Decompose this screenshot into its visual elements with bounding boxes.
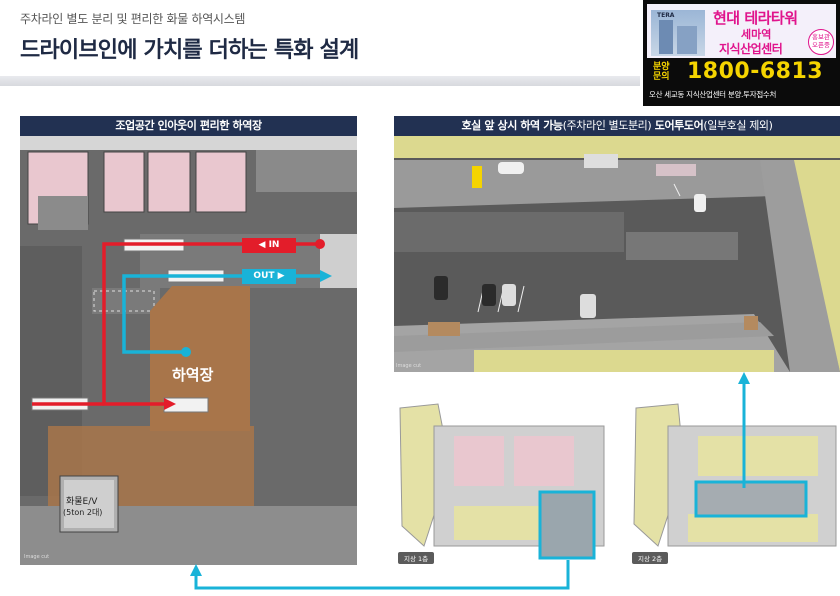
image-watermark: Image cut (24, 554, 50, 560)
up-arrow-icon (190, 564, 202, 576)
out-route-tag: OUT ▶ (242, 269, 296, 284)
left-panel-title: 조업공간 인아웃이 편리한 하역장 (20, 116, 357, 136)
ad-badge: 홍보관 오픈중 (808, 29, 834, 55)
building-image: TERA (651, 10, 705, 56)
floor2-minimap: 지상 2층 (628, 396, 840, 566)
floor1-connector (194, 560, 570, 590)
in-route-tag: ◀ IN (242, 238, 296, 253)
ad-footer: 오산 세교동 지식산업센터 분양.투자접수처 (649, 90, 777, 99)
floor1-minimap-svg (399, 403, 605, 560)
freight-elevator-label: 화물E/V (66, 497, 98, 507)
loading-area-label: 하역장 (172, 366, 214, 384)
floor2-minimap-svg (633, 403, 837, 547)
door-to-door-svg (394, 136, 840, 372)
image-watermark: Image cut (396, 363, 422, 369)
ad-phone-number[interactable]: 1800-6813 (687, 59, 824, 84)
right-title-note2: (일부호실 제외) (703, 119, 773, 132)
page-title: 드라이브인에 가치를 더하는 특화 설계 (20, 38, 359, 63)
right-title-bold1: 호실 앞 상시 하역 가능 (461, 119, 563, 132)
floor2-label: 지상 2층 (632, 552, 669, 564)
right-title-bold2: 도어투도어 (651, 119, 704, 132)
page-eyebrow: 주차라인 별도 분리 및 편리한 화물 하역시스템 (20, 12, 246, 26)
freight-elevator-sub: (5ton 2대) (63, 508, 103, 517)
loading-dock-plan: ◀ IN OUT ▶ 하역장 화물E/V (5ton 2대) Image cut (20, 136, 357, 565)
right-title-note1: (주차라인 별도분리) (562, 119, 652, 132)
right-panel-title: 호실 앞 상시 하역 가능(주차라인 별도분리) 도어투도어(일부호실 제외) (394, 116, 840, 136)
up-arrow-icon (738, 372, 750, 384)
loading-dock-svg (20, 136, 357, 565)
header-divider (0, 76, 640, 86)
floor1-label: 지상 1층 (398, 552, 435, 564)
ad-brand: 현대 테라타워 (713, 9, 798, 27)
floor1-minimap: 지상 1층 (394, 396, 608, 566)
ad-banner[interactable]: TERA 현대 테라타워 세마역 지식산업센터 홍보관 오픈중 분양 문의 18… (643, 0, 840, 106)
door-to-door-render: Image cut (394, 136, 840, 372)
ad-sub-line2: 지식산업센터 (719, 42, 783, 56)
ad-top-panel: TERA 현대 테라타워 세마역 지식산업센터 홍보관 오픈중 (647, 4, 836, 58)
ad-logo: TERA (657, 12, 675, 19)
ad-phone-label: 분양 문의 (653, 62, 670, 82)
tower-shape (677, 26, 697, 54)
ad-sub-line1: 세마역 (741, 28, 772, 41)
tower-shape (659, 20, 673, 54)
